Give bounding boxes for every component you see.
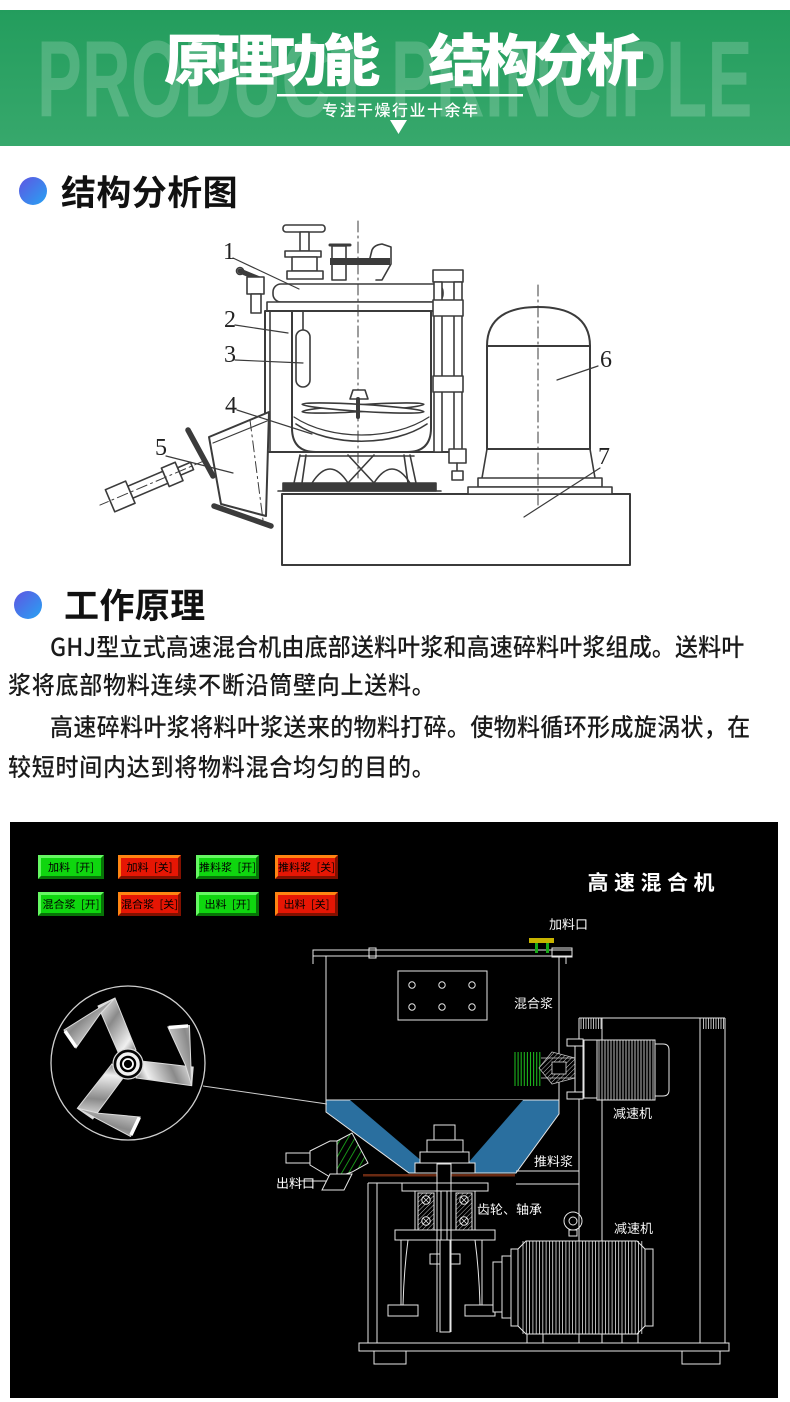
svg-text:2: 2: [224, 307, 236, 333]
svg-text:1: 1: [223, 239, 235, 265]
svg-text:7: 7: [598, 444, 610, 470]
svg-text:3: 3: [224, 342, 236, 368]
svg-text:6: 6: [600, 347, 612, 373]
svg-text:4: 4: [225, 393, 237, 419]
svg-text:5: 5: [155, 435, 167, 461]
